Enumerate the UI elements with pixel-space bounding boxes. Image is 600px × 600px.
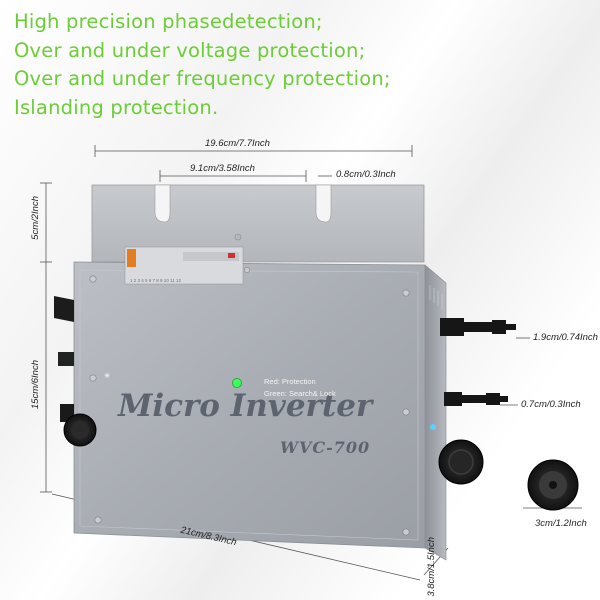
dim-connector-b: 0.7cm/0.3Inch (521, 399, 581, 410)
feature-item: Over and under voltage protection; (14, 38, 366, 62)
svg-text:1 2 3 4 5 6 7 8 9 10 11 12: 1 2 3 4 5 6 7 8 9 10 11 12 (130, 278, 181, 283)
feature-item: Islanding protection. (14, 95, 219, 119)
feature-list: High precision phasedetection; Over and … (14, 8, 391, 122)
product-name: Micro Inverter (118, 388, 373, 424)
dim-slot-width: 0.8cm/0.3Inch (336, 169, 396, 180)
dim-connector-a: 1.9cm/0.74Inch (533, 332, 598, 343)
green-led (232, 378, 242, 388)
dim-body-height: 15cm/6Inch (30, 360, 41, 410)
product-model: WVC-700 (280, 438, 371, 457)
dim-cap-diameter: 3cm/1.2Inch (535, 518, 587, 529)
led-red-label: Red: Protection (264, 377, 316, 386)
dim-depth: 3.8cm/1.5Inch (426, 537, 437, 597)
brand-logo: ☀ (104, 373, 111, 380)
feature-item: Over and under frequency protection; (14, 67, 391, 90)
dim-slot-spacing: 9.1cm/3.58Inch (190, 163, 255, 174)
dim-bracket-height: 5cm/2Inch (30, 196, 41, 240)
dim-total-width: 19.6cm/7.7Inch (205, 138, 270, 149)
led-green-label: Green: Search& Lock (264, 389, 336, 398)
feature-item: High precision phasedetection; (14, 10, 323, 33)
